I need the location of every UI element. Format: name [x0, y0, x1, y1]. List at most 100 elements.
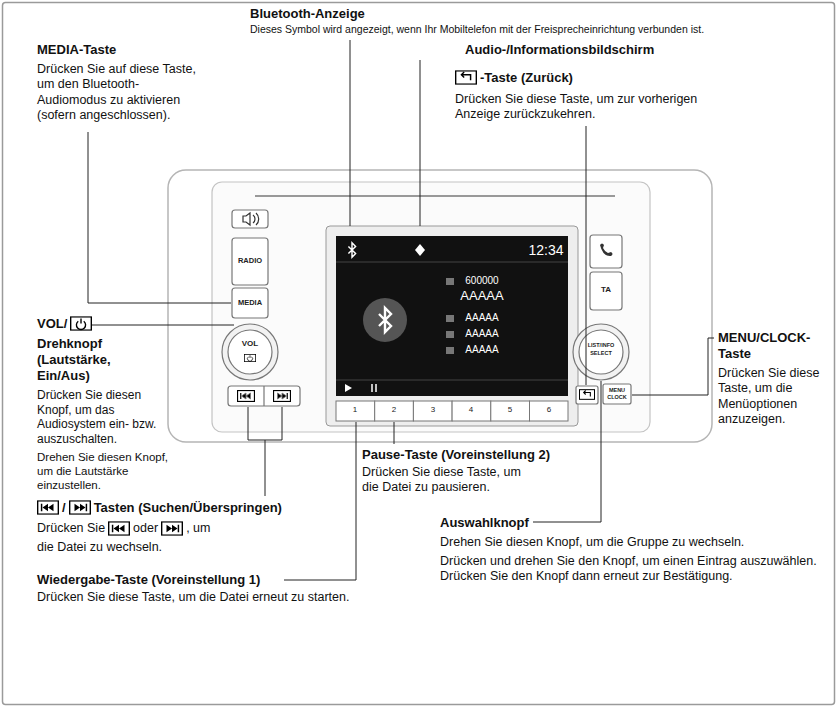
callout-line: -Taste (Zurück) [455, 70, 573, 86]
right-buttons [573, 324, 629, 380]
key-icon [456, 71, 477, 84]
button-label: LIST/INFO [588, 343, 615, 349]
callout-heading: Audio-/Informationsbildschirm [465, 42, 654, 58]
preset-buttons [375, 401, 414, 421]
key-icon [161, 521, 183, 536]
callout-heading: Wiedergabe-Taste (Voreinstellung 1) [37, 572, 260, 588]
button-label: MEDIA [238, 299, 262, 307]
screen [446, 347, 454, 354]
unit-panel [255, 195, 615, 197]
screen [326, 226, 578, 426]
callout-heading: VOL/ [37, 316, 67, 332]
leader-lines [350, 40, 351, 226]
screen [326, 226, 578, 426]
callout-text: Drücken Sie diese Taste, um zur vorherig… [455, 92, 723, 123]
leader-lines [394, 422, 395, 444]
screen-text: AAAAA [460, 289, 503, 302]
callout-heading: Tasten (Suchen/Überspringen) [94, 500, 282, 516]
right-buttons [603, 384, 631, 404]
button-label: 3 [431, 406, 435, 414]
callout-text: Drücken Sie auf diese Taste, um den Blue… [37, 62, 205, 123]
key-icon [37, 500, 59, 515]
leader-lines [248, 407, 282, 440]
callout-text: , um [186, 521, 210, 536]
callout-text: die Datei zu wechseln. [37, 540, 162, 555]
button-label: 2 [392, 406, 396, 414]
screen [345, 384, 352, 392]
left-buttons [243, 213, 259, 225]
screen [446, 278, 454, 354]
left-buttons [222, 324, 278, 380]
preset-buttons [336, 401, 375, 421]
screen [336, 236, 568, 396]
screen-text: AAAAA [465, 329, 498, 339]
screen-text: 12:34 [528, 243, 563, 257]
callout-line: Drücken Sie oder , um [37, 521, 210, 536]
button-label: CLOCK [607, 395, 627, 401]
left-buttons [244, 354, 255, 361]
callout-text: Drücken und drehen Sie den Knopf, um ein… [440, 554, 837, 585]
left-buttons [232, 238, 268, 285]
callout-heading: MEDIA-Taste [37, 42, 116, 58]
leader-lines [90, 325, 234, 326]
key-icon [70, 316, 92, 331]
preset-buttons [413, 401, 452, 421]
screen [336, 380, 568, 381]
key-icon [162, 522, 183, 535]
left-buttons [238, 391, 255, 402]
unit-panel [212, 182, 650, 432]
right-buttons [580, 390, 595, 400]
callout-text: Drücken Sie [37, 521, 105, 536]
callout-text: Drücken Sie diese Taste, um die Menüopti… [718, 366, 828, 427]
button-label: SELECT [590, 351, 612, 357]
key-icon [109, 522, 130, 535]
key-icon [69, 500, 91, 515]
screen-text: AAAAA [465, 345, 498, 355]
callout-heading: Auswahlknopf [440, 515, 529, 531]
key-icon [108, 521, 130, 536]
screen-text: 600000 [465, 276, 498, 286]
button-label: 1 [353, 406, 357, 414]
right-buttons [600, 244, 613, 257]
left-buttons [263, 386, 264, 406]
key-icon [69, 501, 90, 514]
unit-panel [168, 170, 712, 442]
callout-heading: -Taste (Zurück) [480, 70, 573, 86]
callout-heading: Pause-Taste (Voreinstellung 2) [362, 447, 550, 463]
callout-text: Drehen Sie diesen Knopf, um die Gruppe z… [440, 535, 837, 550]
callout-heading: MENU/CLOCK-Taste [718, 330, 830, 362]
screen [348, 243, 355, 257]
screen [446, 315, 454, 322]
button-label: VOL [242, 340, 258, 348]
callout-text: Dieses Symbol wird angezeigt, wenn Ihr M… [250, 23, 825, 36]
right-buttons [590, 272, 622, 310]
button-label: 5 [508, 406, 512, 414]
unit-panel [168, 170, 712, 442]
callout-text: oder [133, 521, 158, 536]
right-buttons [573, 235, 631, 404]
button-label: TA [601, 286, 611, 294]
button-label: RADIO [238, 257, 262, 265]
screen-text: AAAAA [465, 313, 498, 323]
callout-text: Drücken Sie diese Taste, um die Datei zu… [362, 465, 527, 496]
left-buttons [222, 210, 300, 406]
screen [446, 278, 454, 285]
preset-buttons [530, 401, 569, 421]
leader-lines [88, 40, 714, 580]
left-buttons [232, 210, 268, 228]
callout-text: Drücken Sie diese Taste, um die Datei er… [37, 590, 367, 605]
key-icon [455, 70, 477, 85]
left-buttons [228, 330, 272, 374]
screen [379, 308, 391, 332]
leader-lines [265, 440, 266, 496]
callout-line: VOL/ [37, 316, 92, 332]
screen [363, 298, 407, 342]
button-label: 6 [547, 406, 551, 414]
screen [336, 262, 568, 263]
leader-lines [420, 60, 421, 226]
leader-lines [632, 338, 714, 395]
callout-text: Drücken Sie diesen Knopf, um das Audiosy… [37, 388, 159, 447]
key-icon [38, 501, 59, 514]
key-icon [71, 317, 92, 330]
left-buttons [228, 386, 300, 406]
